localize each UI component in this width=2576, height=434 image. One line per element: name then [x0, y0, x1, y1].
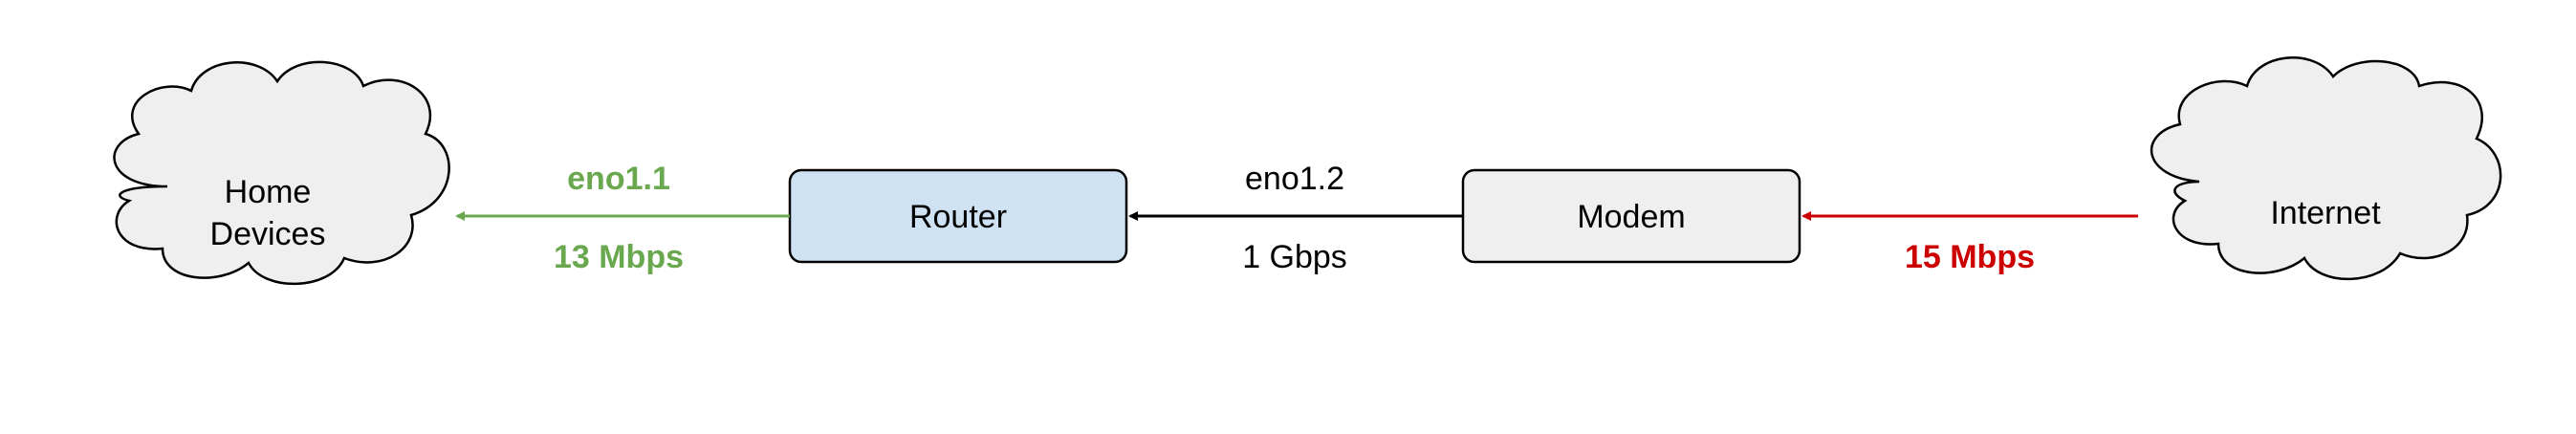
home-devices-label-line2: Devices [210, 216, 326, 252]
edge-modem-to-router-bottom-label: 1 Gbps [1242, 239, 1347, 275]
internet-cloud-icon [2150, 56, 2502, 281]
home-devices-cloud-icon [113, 60, 450, 286]
router-node[interactable]: Router [788, 168, 1128, 264]
modem-label: Modem [1577, 199, 1685, 235]
internet-label: Internet [2270, 195, 2381, 231]
edge-modem-to-router-top-label: eno1.2 [1245, 161, 1344, 197]
router-label: Router [909, 199, 1007, 235]
modem-node[interactable]: Modem [1461, 168, 1801, 264]
edge-router-to-home-top-label: eno1.1 [567, 161, 670, 197]
home-devices-node[interactable]: Home Devices [113, 60, 450, 286]
edge-modem-to-router: eno1.2 1 Gbps [1128, 161, 1463, 275]
edge-router-to-home-bottom-label: 13 Mbps [554, 239, 684, 275]
edge-router-to-home: eno1.1 13 Mbps [455, 161, 790, 275]
edge-internet-to-modem-bottom-label: 15 Mbps [1905, 239, 2035, 275]
home-devices-label-line1: Home [225, 174, 312, 210]
edge-internet-to-modem: 15 Mbps [1801, 211, 2138, 275]
internet-node[interactable]: Internet [2150, 56, 2502, 281]
